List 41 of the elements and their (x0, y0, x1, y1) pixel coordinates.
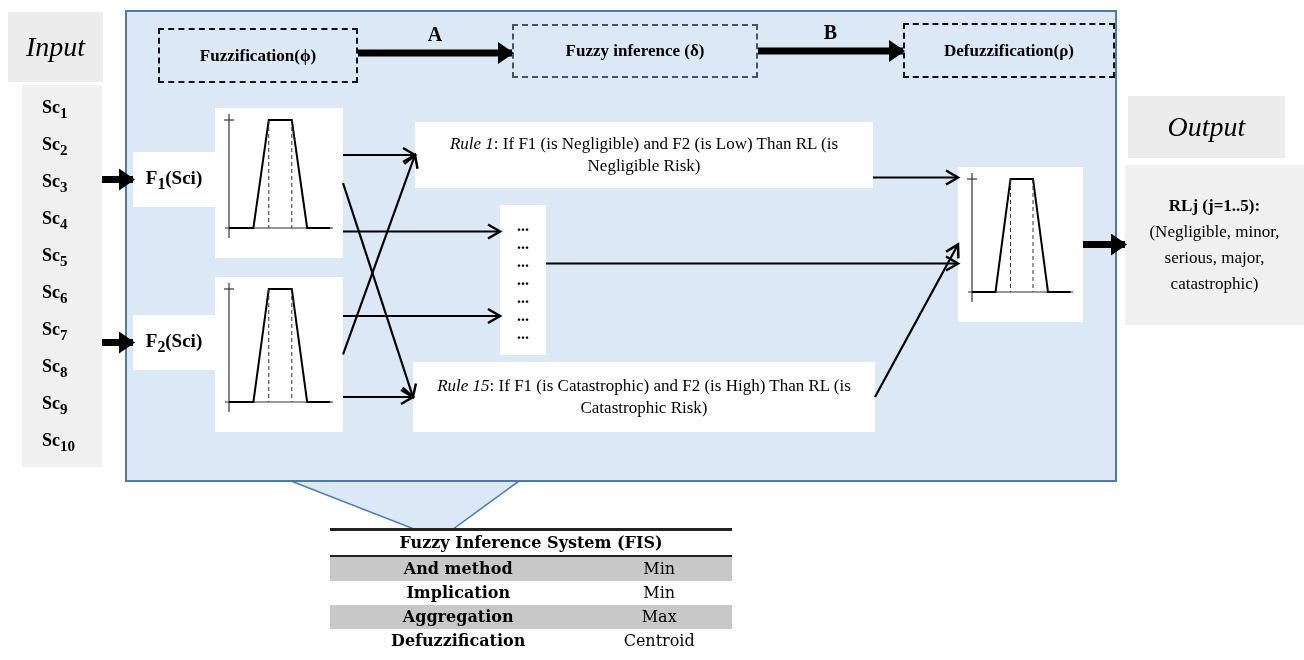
input-item: Sc$_{3}$ (42, 171, 69, 196)
arrow (546, 255, 960, 272)
ellipsis-box: ... ... ... ... ... ... ... (500, 205, 546, 355)
process-box: Fuzzification(ϕ) (158, 28, 358, 83)
input-item: Sc$_{2}$ (42, 134, 69, 159)
input-item: Sc$_{7}$ (42, 319, 69, 344)
arrow (102, 168, 135, 191)
arrow (873, 169, 960, 186)
heading-box: Output (1128, 96, 1285, 158)
input-item: Sc$_{8}$ (42, 356, 69, 381)
table-cell: Centroid (586, 629, 732, 653)
process-box: Fuzzy inference (δ) (512, 24, 758, 78)
heading-box: Input (8, 12, 103, 82)
arrow (343, 146, 417, 164)
table-cell: Max (586, 605, 732, 629)
arrow (343, 388, 415, 406)
output-box: RLj (j=1..5): (Negligible, minor, serious, major, catastrophic) (1125, 165, 1304, 325)
process-box: Defuzzification(ρ) (903, 23, 1115, 78)
input-list-panel (22, 85, 102, 467)
arrow (102, 331, 135, 354)
input-item: Sc$_{10}$ (42, 430, 76, 455)
arrow (343, 223, 502, 240)
table-cell: Min (586, 556, 732, 581)
table-cell: Defuzzification (330, 629, 587, 653)
input-item: Sc$_{6}$ (42, 282, 69, 307)
input-item: Sc$_{1}$ (42, 97, 69, 122)
system-panel (125, 10, 1117, 482)
arrow (341, 153, 419, 355)
arrow (874, 243, 960, 398)
table-cell: And method (330, 556, 587, 581)
arrow (343, 307, 502, 325)
arrow (1083, 233, 1127, 256)
table-cell: Aggregation (330, 605, 587, 629)
table-cell: Min (586, 581, 732, 605)
arrow (341, 182, 418, 399)
input-item: Sc$_{9}$ (42, 393, 69, 418)
input-box: F$_{1}$(Sci) (133, 152, 215, 207)
table-cell: Implication (330, 581, 587, 605)
input-item: Sc$_{5}$ (42, 245, 69, 270)
input-box: F$_{2}$(Sci) (133, 315, 215, 370)
input-item: Sc$_{4}$ (42, 208, 69, 233)
